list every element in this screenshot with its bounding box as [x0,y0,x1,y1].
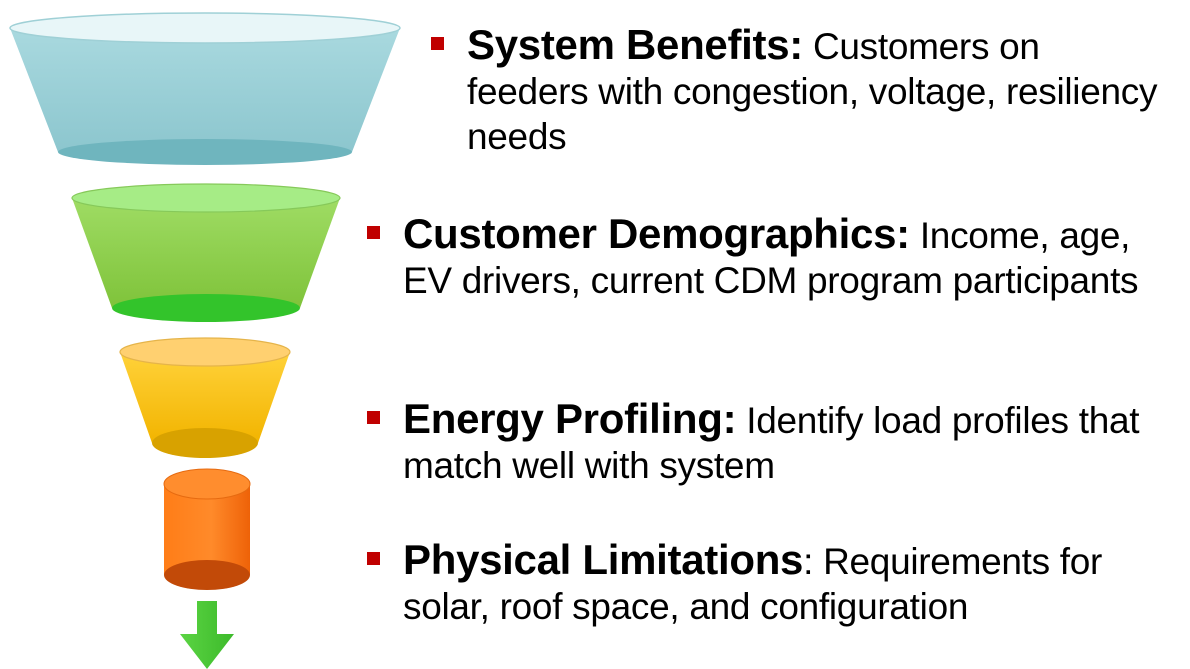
bullet-marker [367,552,380,565]
funnel-stage-4 [163,468,251,590]
item-term: Energy Profiling [403,395,723,442]
item-separator: : [722,395,737,442]
item-description: Income, age, EV drivers, current CDM pro… [403,215,1139,301]
funnel-diagram [9,12,401,669]
item-separator: : [789,21,803,68]
item-separator: : [896,210,910,257]
bullet-item-physical-limitations: Physical Limitations: Requirements for s… [367,536,1183,629]
funnel-stage-3 [119,337,291,458]
funnel-stage-1 [9,12,401,165]
bullet-item-energy-profiling: Energy Profiling: Identify load profiles… [367,395,1183,488]
bullet-item-customer-demographics: Customer Demographics: Income, age, EV d… [367,210,1153,303]
item-description: Customers on feeders with congestion, vo… [467,26,1158,157]
item-description: Identify load profiles that match well w… [403,400,1140,486]
down-arrow-icon [180,601,234,669]
bullet-item-system-benefits: System Benefits: Customers on feeders wi… [431,21,1167,159]
bullet-marker [367,411,380,424]
bullet-marker [367,226,380,239]
funnel-stage-2 [71,183,341,322]
bullet-marker [431,37,444,50]
item-separator: : [803,541,814,582]
item-term: System Benefits [467,21,790,68]
item-description: Requirements for solar, roof space, and … [403,541,1103,627]
item-term: Physical Limitations [403,536,804,583]
item-term: Customer Demographics [403,210,897,257]
